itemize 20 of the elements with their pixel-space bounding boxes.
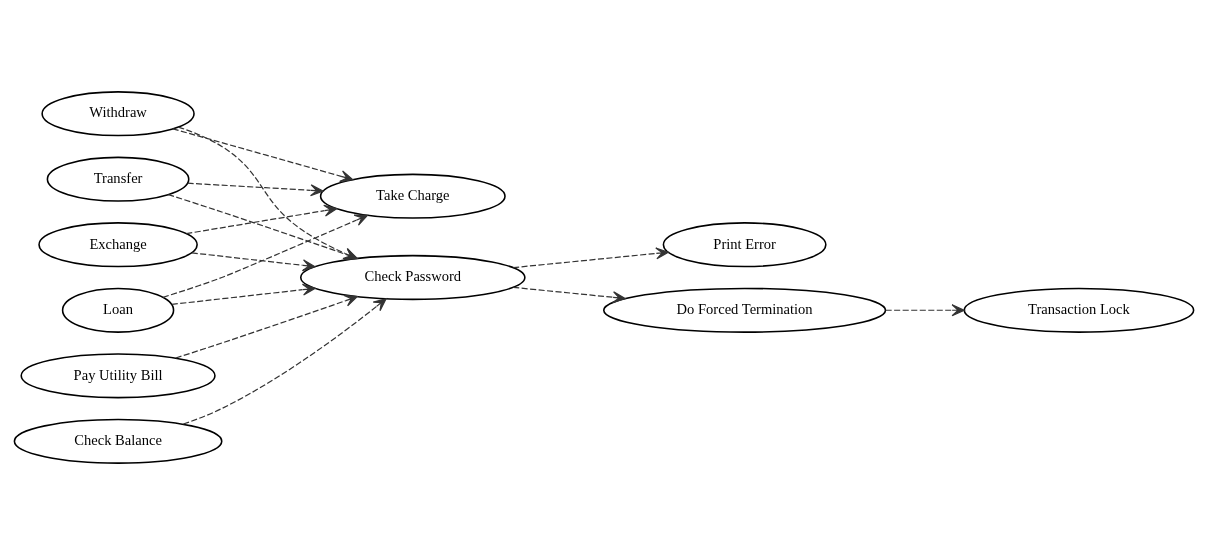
node-ellipse: Loan bbox=[61, 287, 175, 333]
arrow bbox=[172, 128, 354, 183]
node-ellipse: Transaction Lock bbox=[963, 287, 1195, 333]
node-ellipse: Print Error bbox=[662, 222, 827, 268]
arrow bbox=[512, 286, 626, 304]
node-ellipse: Do Forced Termination bbox=[602, 287, 887, 333]
arrow bbox=[885, 304, 965, 317]
arrow bbox=[171, 283, 316, 305]
node-ellipse: Check Balance bbox=[13, 418, 223, 464]
node-ellipse: Pay Utility Bill bbox=[20, 353, 216, 399]
arrow bbox=[185, 204, 338, 235]
node-ellipse: Exchange bbox=[38, 222, 198, 268]
node-ellipse: Withdraw bbox=[41, 91, 195, 137]
arrow bbox=[175, 294, 358, 359]
arrow bbox=[162, 214, 369, 298]
arrow bbox=[187, 182, 324, 197]
arrow bbox=[512, 247, 669, 269]
arrow bbox=[191, 252, 316, 272]
arrow bbox=[182, 298, 387, 425]
node-ellipse: Transfer bbox=[46, 156, 190, 202]
